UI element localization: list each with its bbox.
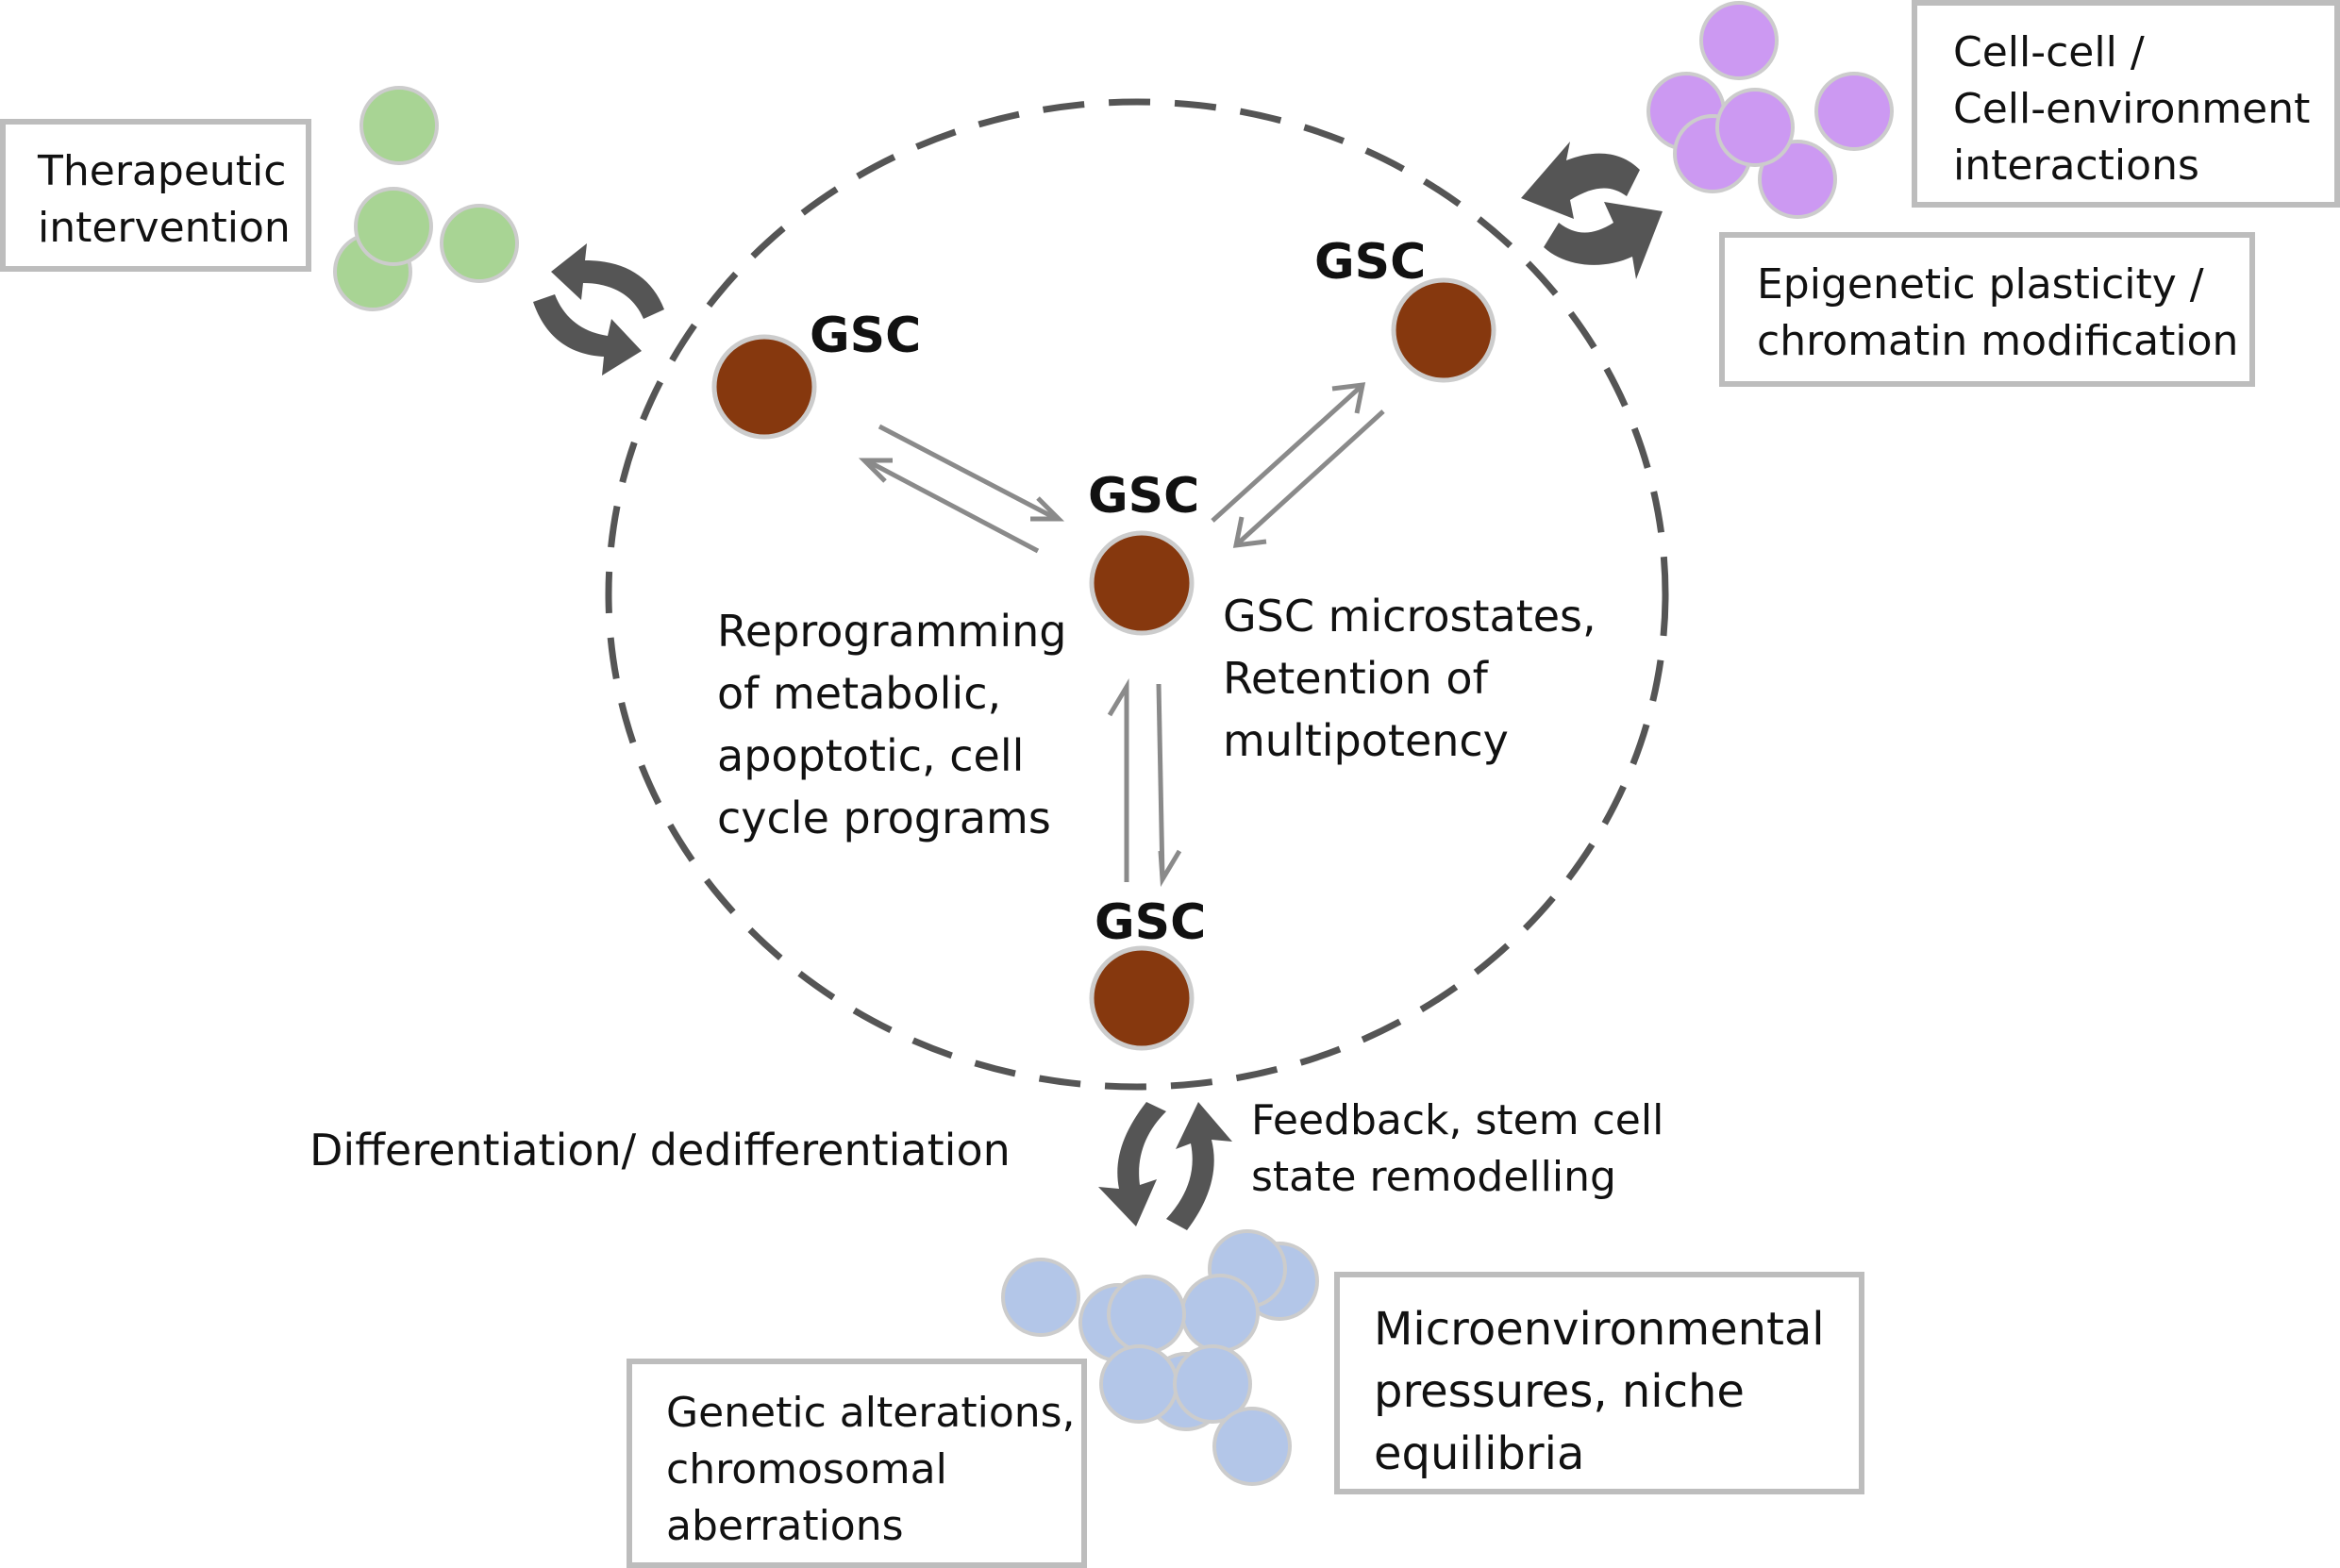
gsc-cell-left[interactable] (711, 334, 817, 440)
gsc-label-right: GSC (1314, 234, 1427, 291)
box-line: Therapeutic (38, 147, 287, 195)
feedback-label: Feedback, stem cell state remodelling (1251, 1093, 1663, 1206)
gsc-cell-bottom[interactable] (1089, 945, 1195, 1051)
box-line: chromosomal (666, 1445, 947, 1493)
box-line: Genetic alterations, (666, 1389, 1076, 1437)
box-line: Microenvironmental (1374, 1303, 1825, 1356)
blue-cell-cluster (1001, 1229, 1319, 1486)
transition-center-right (1211, 382, 1385, 548)
box-line: equilibria (1374, 1427, 1585, 1480)
gsc-cell-center[interactable] (1089, 530, 1195, 636)
label-line: multipotency (1223, 715, 1509, 766)
label-line: state remodelling (1251, 1153, 1616, 1201)
box-line: interactions (1953, 142, 2199, 190)
label-line: of metabolic, (717, 668, 1002, 719)
therapeutic-intervention-box: Therapeutic intervention (0, 119, 311, 272)
gsc-cell-right[interactable] (1391, 277, 1496, 383)
purple-cell-cluster (1646, 1, 1894, 219)
label-line: apoptotic, cell (717, 730, 1025, 781)
box-line: Epigenetic plasticity / (1757, 260, 2204, 309)
exchange-arrows-cell-interactions (1521, 142, 1663, 279)
box-line: Cell-cell / (1953, 28, 2145, 76)
transition-left-center (858, 424, 1065, 554)
microstates-label: GSC microstates, Retention of multipoten… (1223, 585, 1596, 772)
label-line: cycle programs (717, 792, 1051, 843)
label-line: Retention of (1223, 653, 1488, 704)
cell-interactions-box: Cell-cell / Cell-environment interaction… (1912, 0, 2340, 208)
genetic-alterations-box: Genetic alterations, chromosomal aberrat… (627, 1359, 1087, 1568)
exchange-arrows-feedback (1098, 1102, 1232, 1230)
epigenetic-plasticity-box: Epigenetic plasticity / chromatin modifi… (1719, 232, 2255, 387)
microenvironmental-pressures-box: Microenvironmental pressures, niche equi… (1334, 1272, 1864, 1494)
gsc-label-left: GSC (810, 308, 922, 364)
box-line: pressures, niche (1374, 1365, 1745, 1418)
gsc-label-center: GSC (1088, 468, 1200, 525)
box-line: chromatin modification (1757, 317, 2239, 365)
exchange-arrows-therapeutic (533, 243, 664, 375)
green-cell-cluster (333, 86, 519, 311)
gsc-boundary-circle (605, 98, 1669, 1091)
gsc-label-bottom: GSC (1095, 894, 1207, 951)
transition-center-bottom (1107, 677, 1182, 888)
label-line: Reprogramming (717, 606, 1067, 657)
reprogramming-label: Reprogramming of metabolic, apoptotic, c… (717, 600, 1067, 849)
box-line: aberrations (666, 1502, 904, 1550)
differentiation-label: Differentiation/ dedifferentiation (309, 1125, 1011, 1176)
box-line: intervention (38, 204, 291, 252)
label-line: GSC microstates, (1223, 591, 1596, 642)
box-line: Cell-environment (1953, 85, 2311, 133)
label-line: Feedback, stem cell (1251, 1096, 1664, 1144)
